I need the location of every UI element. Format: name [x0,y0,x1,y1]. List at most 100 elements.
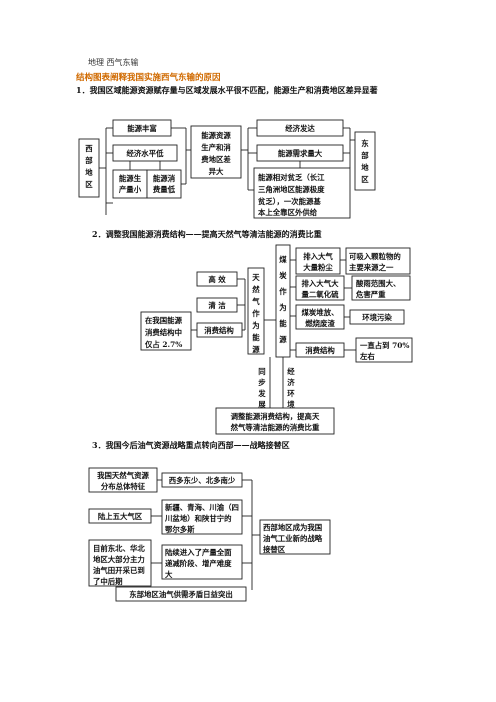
svg-text:大: 大 [165,570,173,579]
econ-env-label: 经 济 环 境 [287,367,295,409]
svg-text:作: 作 [279,287,287,296]
box-seventy-percent [355,337,413,363]
svg-text:消费结构中: 消费结构中 [145,328,182,337]
box-northeast-fields [88,539,152,587]
svg-text:步: 步 [258,378,266,387]
svg-text:可吸入颗粒物的: 可吸入颗粒物的 [349,252,401,261]
svg-text:经: 经 [287,367,295,376]
svg-text:能源需求量大: 能源需求量大 [278,149,323,158]
box-basins [161,499,243,535]
svg-text:酸雨范围大、: 酸雨范围大、 [356,279,400,288]
svg-text:递减阶段、增产难度: 递减阶段、增产难度 [165,559,232,568]
svg-text:展: 展 [257,400,266,409]
svg-text:陆上五大气区: 陆上五大气区 [98,512,143,521]
svg-text:为: 为 [279,303,286,312]
svg-text:能源生: 能源生 [119,174,142,183]
svg-text:区: 区 [85,180,93,189]
svg-text:然气等清洁能源的消费比重: 然气等清洁能源的消费比重 [231,423,320,432]
svg-text:新疆、青海、川渝（四: 新疆、青海、川渝（四 [165,503,239,512]
diagram-2: 高 效 清 洁 消费结构 在我国能源 消费结构中 仅占 2.7% 天 然 气 作… [140,244,413,435]
box-adjust-structure [215,407,335,435]
svg-text:清 洁: 清 洁 [208,301,226,310]
svg-text:源: 源 [279,335,287,344]
svg-text:分布总体特征: 分布总体特征 [101,482,146,491]
svg-text:危害严重: 危害严重 [355,290,386,299]
box-east-shortage [115,586,247,602]
diagram-3: 我国天然气资源 分布总体特征 西多东少、北多南少 陆上五大气区 新疆、青海、川渝… [88,467,331,602]
svg-text:在我国能源: 在我国能源 [145,316,183,325]
box-share-2-7 [140,311,192,351]
box-strategic-replacement [259,519,331,555]
svg-text:量二氧化硫: 量二氧化硫 [302,290,340,299]
svg-text:经济发达: 经济发达 [285,124,315,133]
svg-text:三角洲地区能源极度: 三角洲地区能源极度 [258,185,325,194]
svg-text:境: 境 [287,400,295,409]
svg-text:能: 能 [279,319,287,328]
box-center [190,125,242,179]
question-2: 2．调整我国能源消费结构——提高天然气等清洁能源的消费比重 [92,229,322,239]
svg-text:仅占 2.7%: 仅占 2.7% [144,340,182,349]
svg-text:陆续进入了产量全面: 陆续进入了产量全面 [165,548,232,557]
svg-text:源: 源 [252,345,260,354]
box-natural-gas [247,267,265,355]
sync-development-label: 同 步 发 展 [257,367,266,409]
svg-text:作: 作 [252,309,260,318]
svg-text:能源资源: 能源资源 [201,131,231,140]
natural-gas-label: 天 然 气 作 为 能 源 [251,273,260,354]
svg-text:西: 西 [85,144,93,153]
svg-text:能: 能 [252,333,260,342]
svg-text:能源相对贫乏（长江: 能源相对贫乏（长江 [258,173,325,182]
question-1: 1．我国区域能源资源赋存量与区域发展水平很不匹配，能源生产和消费地区差异显著 [76,85,378,95]
svg-text:炭: 炭 [279,271,287,280]
box-cons-low [146,169,182,199]
svg-text:排入大气: 排入大气 [303,252,333,261]
box-acid-rain [351,275,411,301]
svg-text:东部地区油气供需矛盾日益突出: 东部地区油气供需矛盾日益突出 [129,590,232,599]
box-energy-poor [253,167,351,219]
box-econ-low [112,144,178,162]
svg-text:左右: 左右 [359,352,375,361]
svg-text:为: 为 [252,321,259,330]
energy-rich: 能源丰富 [127,124,157,133]
svg-text:费量低: 费量低 [153,185,176,194]
svg-text:油气工业新的战略: 油气工业新的战略 [263,534,323,543]
svg-text:川盆地）和陕甘宁的: 川盆地）和陕甘宁的 [164,514,232,523]
svg-text:消费结构: 消费结构 [204,326,234,335]
svg-text:一直占到 70%: 一直占到 70% [360,341,409,350]
svg-text:能源消: 能源消 [153,174,176,183]
diagram-1: 西 部 地 区 能源丰富 经济水平低 能源生 产量小 能源消 费量低 能源资源 … [78,119,376,219]
svg-text:产量小: 产量小 [119,185,142,194]
svg-text:目前东北、华北: 目前东北、华北 [93,544,145,553]
svg-text:然: 然 [252,285,260,294]
box-coal-waste [295,304,345,330]
svg-text:环: 环 [287,389,295,398]
svg-text:排入大气大: 排入大气大 [302,279,340,288]
svg-text:高 效: 高 效 [208,275,226,284]
svg-text:部: 部 [361,151,369,160]
box-pollution [349,309,405,325]
svg-text:地: 地 [85,168,93,177]
svg-text:同: 同 [258,367,265,376]
svg-text:了中后期: 了中后期 [93,577,123,586]
header: 地理 西气东输 [88,58,139,67]
svg-text:西多东少、北多南少: 西多东少、北多南少 [169,476,236,485]
section-title: 结构图表阐释我国实施西气东输的原因 [76,73,221,83]
svg-text:地: 地 [361,163,369,172]
svg-text:异大: 异大 [209,167,224,176]
svg-text:地区大部分主力: 地区大部分主力 [93,555,145,564]
svg-text:济: 济 [287,378,295,387]
svg-text:发: 发 [257,389,266,398]
svg-text:主要来源之一: 主要来源之一 [349,263,394,272]
econ-low: 经济水平低 [127,149,165,158]
svg-text:气: 气 [251,297,260,306]
svg-text:接替区: 接替区 [263,545,286,554]
question-3: 3．我国今后油气资源战略重点转向西部——战略接替区 [92,440,290,450]
box-production-decline [161,544,243,580]
svg-text:消费结构: 消费结构 [305,346,335,355]
svg-text:西部地区成为我国: 西部地区成为我国 [263,523,322,532]
svg-text:燃烧废渣: 燃烧废渣 [304,319,335,328]
svg-text:环境污染: 环境污染 [362,313,392,322]
svg-text:鄂尔多斯: 鄂尔多斯 [165,525,195,534]
